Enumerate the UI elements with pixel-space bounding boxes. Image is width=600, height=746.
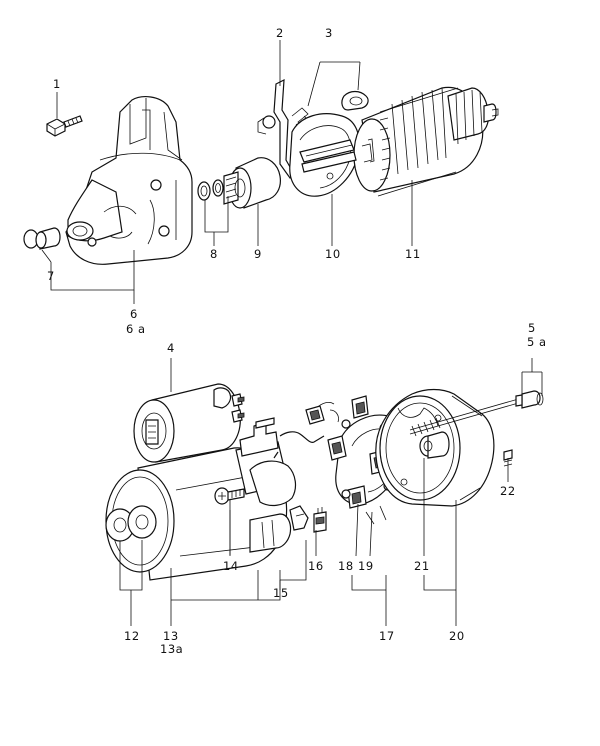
field-coil-screw-icon (214, 487, 245, 505)
callout-11: 11 (405, 247, 421, 261)
callout-6: 6 (130, 307, 138, 321)
bushing-and-cap-icon (23, 227, 61, 250)
callout-18: 18 (338, 559, 354, 573)
callout-7: 7 (47, 269, 55, 283)
callout-21: 21 (414, 559, 430, 573)
callout-2: 2 (276, 26, 284, 40)
callout-12: 12 (124, 629, 140, 643)
callout-20: 20 (449, 629, 465, 643)
callout-19: 19 (358, 559, 374, 573)
callout-17: 17 (379, 629, 395, 643)
drive-end-housing-icon (65, 96, 193, 265)
lower-leader-lines (119, 358, 543, 626)
callout-labels: 1 2 3 7 6 6 a 8 9 10 11 4 5 5 a 14 16 18… (47, 26, 547, 656)
armature-icon (301, 86, 499, 197)
callout-4: 4 (167, 341, 175, 355)
callout-22: 22 (500, 484, 516, 498)
callout-9: 9 (254, 247, 262, 261)
callout-1: 1 (53, 77, 61, 91)
callout-5a: 5 a (527, 335, 547, 349)
callout-5: 5 (528, 321, 536, 335)
callout-6a: 6 a (126, 322, 146, 336)
callout-8: 8 (210, 247, 218, 261)
small-screw-icon (503, 449, 513, 472)
callout-14: 14 (223, 559, 239, 573)
end-cap-and-washer-icon (105, 505, 157, 542)
callout-13: 13 (163, 629, 179, 643)
pinion-drive-icon (223, 157, 281, 209)
callout-3: 3 (325, 26, 333, 40)
brush-icon (313, 507, 327, 533)
washer-set-icon (197, 179, 224, 201)
callout-13a: 13a (160, 642, 183, 656)
bolt-icon (46, 115, 83, 137)
callout-10: 10 (325, 247, 341, 261)
through-bolt-icon (409, 390, 544, 437)
callout-15: 15 (273, 586, 289, 600)
upper-leader-lines (41, 40, 413, 304)
callout-16: 16 (308, 559, 324, 573)
end-frame-bushing-icon (419, 431, 450, 459)
solenoid-icon (133, 383, 245, 463)
